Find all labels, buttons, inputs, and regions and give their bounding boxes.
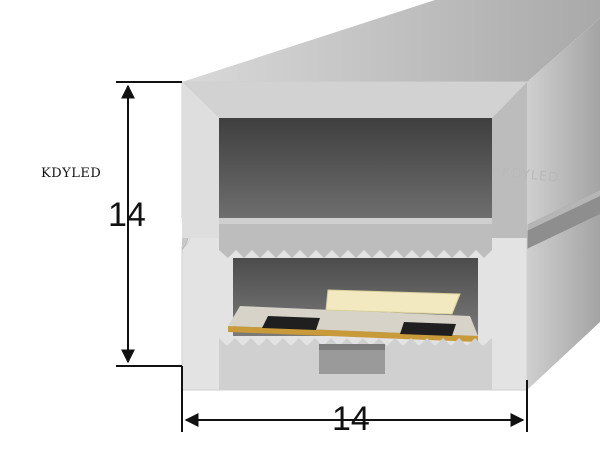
solder-pad-right [400, 322, 456, 336]
upper-bevel [182, 82, 527, 118]
upper-cavity [219, 118, 492, 218]
height-dimension [116, 81, 183, 390]
width-dimension [181, 380, 528, 432]
height-dimension-label: 14 [108, 196, 146, 234]
led-chip [325, 289, 461, 315]
profile-top-face [182, 0, 600, 82]
diffuser-divider [219, 218, 492, 258]
solder-pad-left [262, 316, 320, 330]
pcb-strip [228, 326, 478, 342]
width-dimension-label: 14 [332, 400, 370, 438]
brand-label: KDYLED [41, 166, 102, 181]
profile-side-face [527, 18, 600, 390]
